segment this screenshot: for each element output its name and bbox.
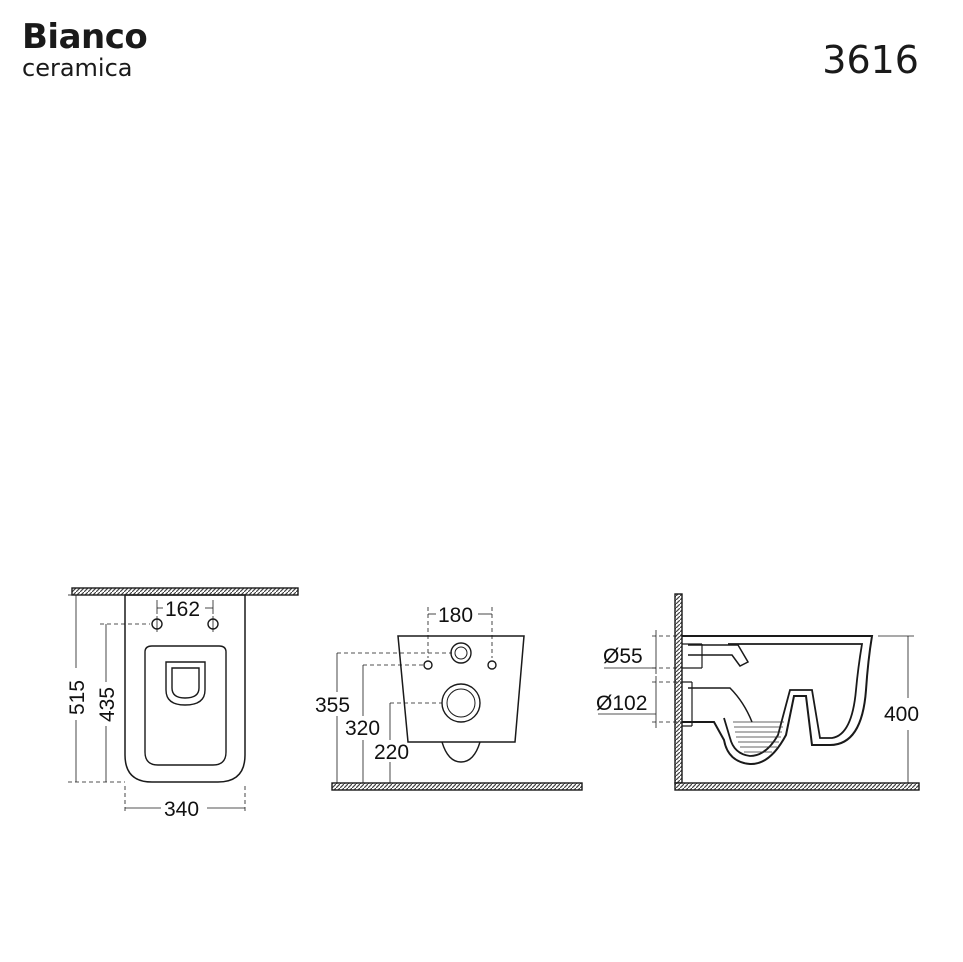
dim-top-depth-bowl: 435 [96, 687, 119, 722]
top-view-wall [71, 587, 299, 596]
front-view-floor [331, 782, 583, 791]
front-view-bolt-right [487, 660, 497, 670]
front-view-outline [397, 635, 525, 743]
side-view [598, 593, 920, 791]
dim-side-height: 400 [884, 703, 919, 726]
side-view-water-level [733, 721, 784, 753]
model-number: 3616 [822, 38, 919, 82]
top-view-bowl-hole [165, 661, 206, 706]
side-view-rim [723, 643, 864, 757]
dim-front-bolt-spacing: 180 [438, 604, 473, 627]
logo-sub-name: ceramica [22, 54, 133, 82]
front-view-inlet [450, 642, 472, 664]
dim-side-inlet-dia: Ø55 [603, 645, 643, 668]
top-view-bowl-hole-inner [171, 667, 200, 699]
dim-top-depth-total: 515 [66, 680, 89, 715]
top-view-outline [124, 594, 246, 783]
logo-brand-name: Bianco [22, 17, 148, 57]
side-view-wall [674, 593, 683, 784]
front-view [331, 607, 583, 791]
side-view-inlet-pipe [682, 643, 703, 669]
side-view-outline [682, 635, 874, 766]
top-view-seat-opening [144, 645, 227, 766]
brand-logo: Bianco ceramica [22, 17, 148, 82]
dim-side-outlet-dia: Ø102 [596, 692, 647, 715]
dim-top-width: 340 [164, 798, 199, 821]
side-view-flush-channel [688, 644, 750, 667]
dim-front-height-inlet: 320 [345, 717, 380, 740]
front-view-outlet [441, 683, 481, 723]
front-view-trap [441, 741, 481, 763]
side-view-floor [674, 782, 920, 791]
dim-front-height-bolts: 355 [315, 694, 350, 717]
front-view-bolt-left [423, 660, 433, 670]
top-view [68, 587, 299, 812]
side-view-outlet-pipe [682, 681, 693, 727]
dim-front-height-outlet: 220 [374, 741, 409, 764]
dim-top-bolt-spacing: 162 [165, 598, 200, 621]
